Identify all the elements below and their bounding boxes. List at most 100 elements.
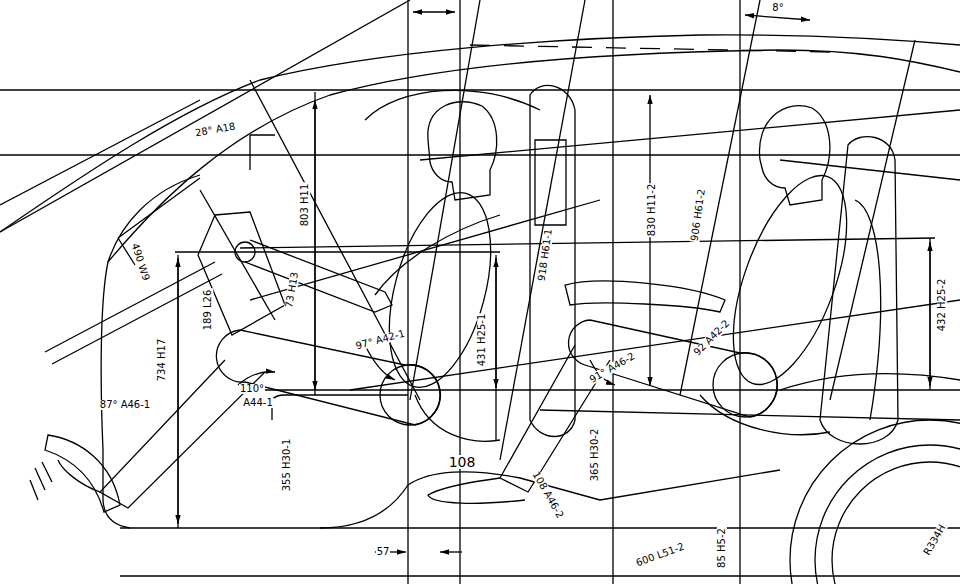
dimension-arrows [440, 551, 462, 552]
reference-lines [407, 0, 408, 584]
pedal [45, 435, 120, 512]
pedal [30, 435, 120, 512]
dimension-label: 432 H25-2 [937, 278, 947, 332]
front-seat [415, 395, 500, 441]
steering-wheel [118, 178, 200, 265]
car-body [272, 395, 408, 420]
car-body [0, 35, 960, 232]
pedal [30, 462, 52, 500]
steering-wheel [45, 178, 285, 364]
front-occupant [365, 90, 540, 120]
dimension-label: 490 W9 [129, 241, 151, 283]
dimension-arrows [649, 95, 650, 386]
front-occupant [380, 365, 440, 425]
reference-lines [495, 255, 496, 440]
wheel-arch [832, 462, 960, 584]
dimension-label: 918 H61-1 [536, 227, 553, 282]
front-occupant [216, 330, 440, 425]
dimension-label: 734 H17 [157, 338, 167, 383]
rear-occupant [713, 353, 777, 417]
dimension-label: 189 L26 [203, 289, 213, 332]
reference-lines [240, 389, 960, 390]
car-body [250, 135, 275, 170]
steering-wheel [45, 262, 222, 364]
dimension-label: 28° A18 [193, 121, 237, 138]
dimension-label: 87° A46-1 [99, 400, 151, 410]
rear-seat [700, 137, 898, 444]
dimension-label: 8° [771, 3, 784, 13]
front-occupant [371, 182, 510, 398]
reference-lines [500, 0, 585, 460]
wheel-arch [790, 420, 960, 584]
front-occupant [58, 460, 100, 492]
reference-lines [680, 0, 760, 395]
front-occupant [100, 360, 265, 508]
dimension-label: R334H [922, 522, 948, 558]
car-body [470, 45, 830, 52]
dimension-label: 600 L51-2 [634, 541, 687, 568]
steering-wheel [235, 242, 255, 262]
rear-seat [700, 395, 830, 435]
front-occupant [58, 90, 540, 508]
dimension-label: 85 H5-2 [717, 527, 727, 569]
dimension-label: 110° [239, 384, 265, 394]
dimension-label: 365 H30-2 [590, 428, 600, 482]
dimension-label: 91° A46-2 [587, 351, 637, 386]
wheel-arch [780, 373, 960, 584]
reference-lines [420, 110, 960, 160]
reference-lines [0, 89, 960, 90]
dimension-arrows [178, 12, 930, 552]
dimension-label: 108 A46-2 [530, 469, 566, 521]
reference-lines [0, 100, 200, 205]
dimension-arrows [177, 258, 178, 524]
rear-occupant [710, 161, 870, 399]
rear-occupant [565, 281, 725, 312]
rear-occupant [759, 106, 829, 205]
dimension-label: 108 [448, 455, 477, 469]
front-occupant [245, 240, 392, 312]
reference-lines [612, 0, 613, 584]
rear-seat [820, 137, 898, 444]
reference-lines [240, 238, 935, 248]
wheel-arch [815, 445, 960, 584]
dimension-arrows [314, 100, 315, 390]
dimension-label: A44-1 [242, 398, 274, 408]
reference-lines [314, 92, 315, 395]
dimension-label: 73 H13 [284, 270, 300, 309]
dimension-arrows [495, 258, 496, 388]
dimension-label: 355 H30-1 [282, 438, 292, 492]
reference-lines [0, 0, 410, 232]
dimension-arrows [365, 345, 395, 380]
dimension-label: 57 [376, 547, 391, 557]
steering-wheel [198, 212, 285, 335]
rear-seat [855, 200, 881, 420]
dimension-arrows [413, 11, 455, 12]
dimension-label: 431 H25-1 [477, 313, 487, 367]
reference-lines [780, 160, 960, 180]
dimension-arrows [745, 15, 810, 20]
rear-occupant [428, 478, 525, 503]
dimension-arrows [238, 372, 275, 385]
dimension-arrows [929, 242, 930, 386]
reference-lines [540, 410, 960, 420]
dimension-label: 92 A42-2 [692, 318, 733, 359]
dimension-label: 830 H11-2 [647, 183, 657, 237]
front-occupant [428, 102, 497, 200]
reference-lines [175, 251, 500, 252]
car-body [108, 50, 960, 262]
front-seat [535, 140, 566, 225]
rear-occupant [569, 320, 778, 417]
reference-lines [350, 300, 960, 390]
dimension-label: 803 H11 [300, 183, 310, 228]
dimension-label: 97° A42-1 [353, 328, 406, 351]
reference-lines [929, 238, 930, 390]
reference-lines [600, 470, 780, 500]
dimension-label: 906 H61-2 [689, 187, 706, 242]
reference-lines [459, 0, 460, 584]
rear-occupant [428, 106, 870, 504]
reference-lines [250, 80, 420, 400]
